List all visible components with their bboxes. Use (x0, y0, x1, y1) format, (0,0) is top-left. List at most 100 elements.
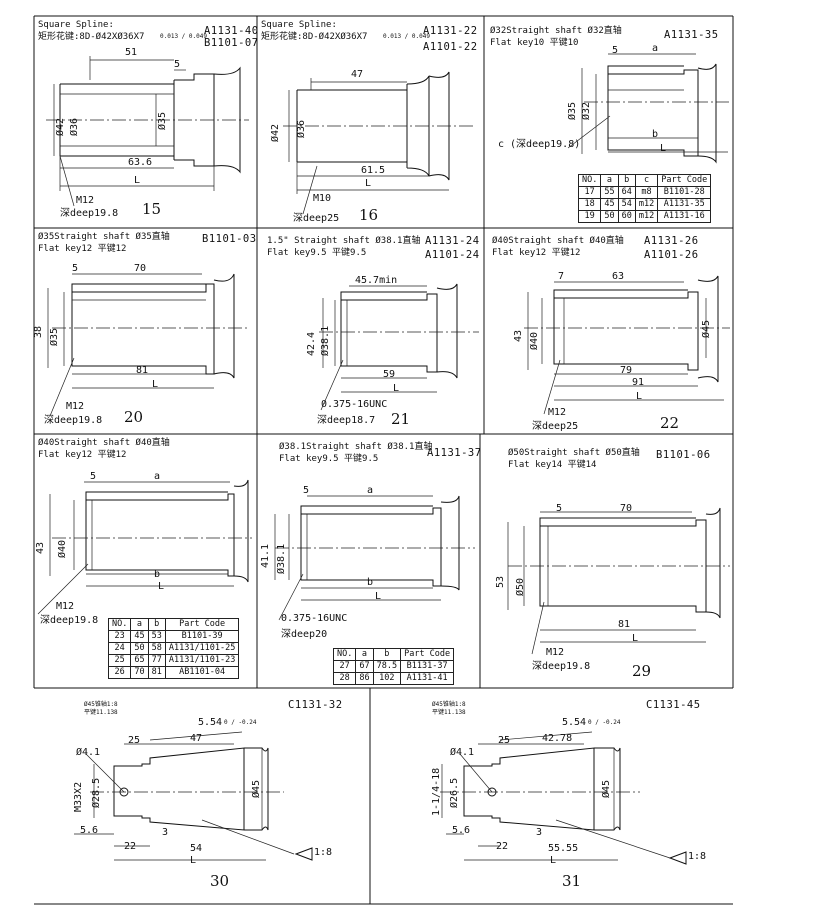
dim-diameter: Ø45 (601, 779, 612, 798)
diagram-15: Square Spline: 矩形花键:8D-Ø42XØ36X7 0.013 /… (34, 16, 257, 228)
dim-length: b (154, 569, 161, 580)
dim-diameter: 43 (513, 329, 524, 342)
dim-keyway: 5.54 (198, 717, 223, 728)
dim-length: 59 (383, 369, 396, 380)
part-code: A1101-22 (423, 41, 478, 53)
title-line1: Ø38.1Straight shaft Ø38.1直轴 (279, 442, 433, 452)
drill-depth: 深deep19.8 (40, 615, 99, 626)
title-line1: Square Spline: (38, 20, 114, 30)
dim-length: a (367, 485, 374, 496)
diagram-number: 30 (210, 872, 230, 890)
dim-length: 55.55 (548, 843, 579, 854)
dim-length: L (134, 175, 141, 186)
diagram-31: Ø45锥轴1:8 平键11.138 C1131-45 5.54 0 / -0.2… (370, 688, 733, 904)
title-line1: Square Spline: (261, 20, 337, 30)
dim-diameter: 43 (35, 541, 46, 554)
thread-callout: M12 (548, 407, 567, 418)
part-code: A1131-24 (425, 235, 480, 247)
dim-diameter: Ø50 (515, 577, 526, 596)
dim-length: 42.78 (542, 733, 573, 744)
part-code: B1101-06 (656, 449, 711, 461)
dim-length: 70 (134, 263, 147, 274)
diagram-number: 22 (660, 414, 680, 432)
dim-length: 79 (620, 365, 633, 376)
drill-depth: 深deep19.8 (532, 661, 591, 672)
dim-length: L (393, 383, 400, 394)
title-line2: Flat key14 平键14 (508, 460, 597, 470)
title-line2: Flat key9.5 平键9.5 (267, 248, 367, 258)
thread-callout: M12 (66, 401, 85, 412)
dim-length: 5.6 (80, 825, 99, 836)
part-code: A1101-24 (425, 249, 480, 261)
dim-length: 5 (556, 503, 563, 514)
title-line2: Flat key12 平键12 (38, 450, 127, 460)
dim-diameter: 42.4 (306, 331, 317, 356)
drill-depth: 深deep18.7 (317, 415, 376, 426)
dim-length: 63.6 (128, 157, 153, 168)
dim-length: 81 (618, 619, 631, 630)
dim-diameter: Ø42 (55, 117, 66, 136)
dim-length: b (652, 129, 659, 140)
part-code: A1131-26 (644, 235, 699, 247)
dim-hole: Ø4.1 (450, 747, 475, 758)
drill-depth: 深deep25 (293, 213, 340, 224)
part-code: A1131-40 (204, 25, 257, 37)
dim-diameter: Ø42 (270, 123, 281, 142)
dim-length: 81 (136, 365, 149, 376)
drill-depth: 深deep19.8 (60, 208, 119, 219)
dim-length: 7 (558, 271, 565, 282)
dim-length: L (375, 591, 382, 602)
dim-length: 5 (90, 471, 97, 482)
dim-length: 5 (72, 263, 79, 274)
dim-diameter: Ø40 (529, 331, 540, 350)
title-line1: Ø50Straight shaft Ø50直轴 (508, 448, 640, 458)
thread-callout: M12 (56, 601, 75, 612)
dim-diameter: Ø35 (49, 327, 60, 346)
dim-diameter: Ø36 (69, 117, 80, 136)
dim-length: L (365, 178, 372, 189)
diagram-27-28: Ø38.1Straight shaft Ø38.1直轴 Flat key9.5 … (257, 434, 480, 688)
dim-thread: M33X2 (73, 781, 84, 812)
dim-diameter: Ø35 (157, 111, 168, 130)
dim-keyway: 5.54 (562, 717, 587, 728)
diagram-17-19: Ø32Straight shaft Ø32直轴 Flat key10 平键10 … (484, 16, 733, 228)
dim-diameter: Ø32 (581, 101, 592, 120)
dim-length: 3 (536, 827, 543, 838)
dim-length: 63 (612, 271, 625, 282)
dim-tolerance: 0 / -0.24 (588, 719, 621, 726)
dim-length: L (190, 855, 197, 866)
part-code: A1131-22 (423, 25, 478, 37)
dim-diameter: Ø28.5 (91, 777, 102, 808)
dim-length: 91 (632, 377, 645, 388)
drill-depth: 深deep25 (532, 421, 579, 432)
diagram-29: Ø50Straight shaft Ø50直轴 Flat key14 平键14 … (480, 434, 733, 688)
dim-length: 47 (351, 69, 364, 80)
title-line2: Flat key12 平键12 (492, 248, 581, 258)
dim-length: 61.5 (361, 165, 386, 176)
title-line1: Ø40Straight shaft Ø40直轴 (492, 236, 624, 246)
dim-length: 25 (498, 735, 511, 746)
thread-callout: 0.375-16UNC (321, 399, 388, 410)
title-line2: 矩形花键:8D-Ø42XØ36X7 (38, 32, 145, 42)
title-line2: 平键11.138 (84, 709, 118, 716)
dim-length: L (550, 855, 557, 866)
dim-length: L (636, 391, 643, 402)
part-code: B1101-07 (204, 37, 257, 49)
dim-diameter: 38 (34, 325, 44, 338)
thread-callout: M10 (313, 193, 332, 204)
taper-ratio: 1:8 (314, 847, 333, 858)
